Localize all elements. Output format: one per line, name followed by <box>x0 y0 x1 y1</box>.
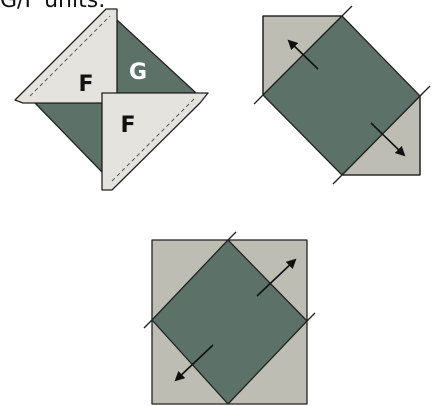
green-diamond <box>151 239 308 405</box>
caption-text: G/F units. <box>0 0 106 13</box>
fg-unit-top-left <box>14 8 209 191</box>
arrow-down-right-icon <box>370 122 406 157</box>
label-f-bottom: F <box>120 113 135 138</box>
f-piece-bottom <box>101 92 209 191</box>
label-f-top: F <box>78 72 93 97</box>
pressed-unit-top-right <box>253 5 431 185</box>
label-g: G <box>129 60 147 85</box>
arrow-up-left-icon <box>287 39 319 70</box>
f-piece-top <box>14 8 118 104</box>
g-triangle-bottom <box>34 102 103 173</box>
arrow-up-right-icon <box>256 258 297 297</box>
green-center-square <box>262 15 421 176</box>
arrow-down-left-icon <box>174 344 214 382</box>
square-unit-bottom <box>143 231 316 405</box>
